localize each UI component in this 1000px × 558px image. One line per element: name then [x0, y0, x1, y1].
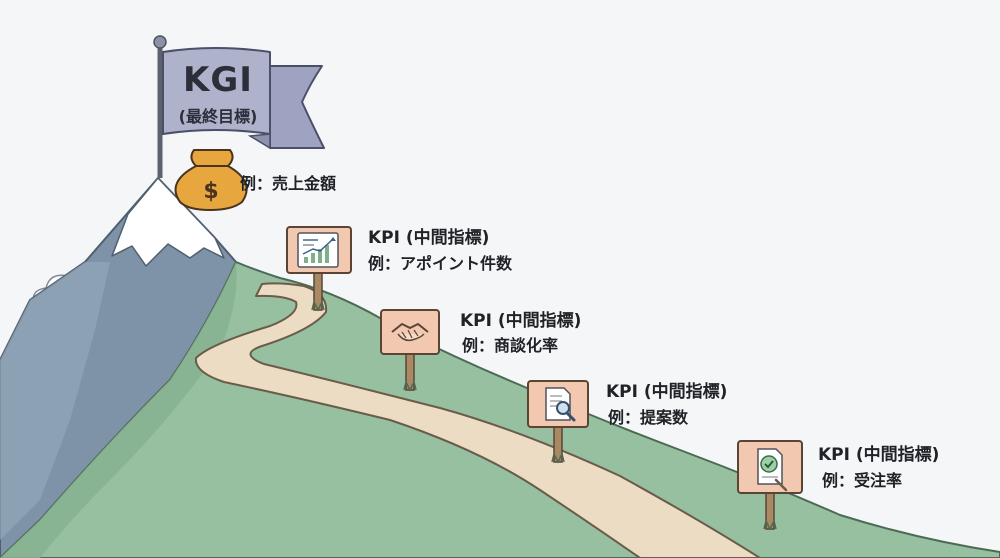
kpi-4-title: KPI (中間指標) [818, 445, 940, 465]
money-bag-icon: $ [174, 149, 248, 211]
mountain [0, 177, 256, 558]
approved-document-icon [757, 448, 788, 492]
kpi-2-title: KPI (中間指標) [460, 311, 582, 331]
kgi-flag-subtitle: (最終目標) [178, 107, 258, 126]
grass-tufts [311, 299, 777, 531]
kpi-3-example: 例：提案数 [608, 408, 689, 427]
kpi-3-title: KPI (中間指標) [606, 382, 728, 402]
kpi-1-title: KPI (中間指標) [368, 228, 490, 248]
document-search-icon [545, 387, 576, 422]
svg-text:$: $ [203, 179, 218, 204]
kpi-2-example: 例：商談化率 [462, 336, 559, 355]
kpi-signpost-3 [527, 380, 589, 463]
kgi-flag-title: KGI [183, 60, 253, 100]
growth-chart-icon [297, 232, 339, 268]
kpi-signpost-1 [286, 226, 352, 311]
kpi-4-example: 例：受注率 [822, 471, 903, 490]
kpi-signpost-4 [737, 440, 803, 530]
kgi-example-label: 例：売上金額 [240, 174, 337, 193]
kpi-signpost-2 [380, 309, 440, 391]
kpi-1-example: 例：アポイント件数 [368, 254, 513, 273]
handshake-icon [391, 323, 429, 342]
kgi-flag [153, 35, 325, 178]
